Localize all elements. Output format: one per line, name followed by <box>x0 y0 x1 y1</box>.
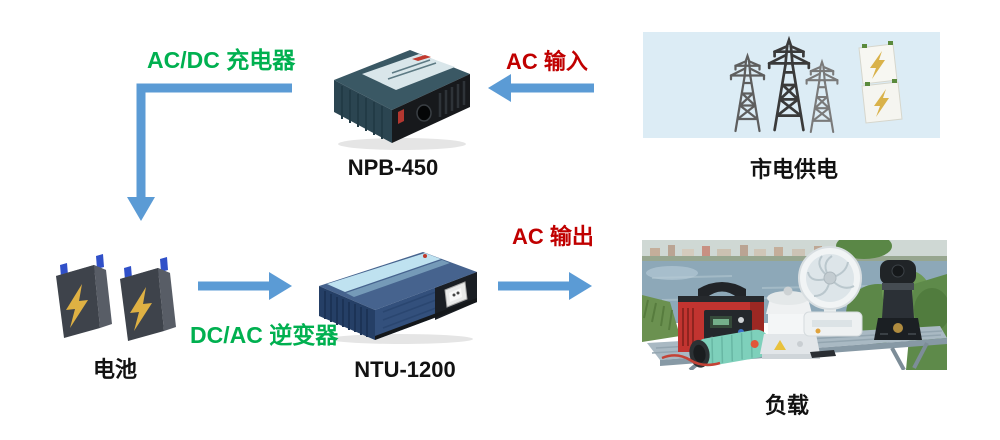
charger-role-label: AC/DC 充电器 <box>147 47 296 73</box>
desk-fan <box>798 246 863 337</box>
arrow-charger-to-battery <box>127 83 292 221</box>
arrow-inverter-to-load <box>498 272 592 300</box>
outdoor-appliances-photo <box>642 240 947 370</box>
battery-cells-icon <box>858 41 903 124</box>
power-towers-icon <box>643 32 940 138</box>
red-cable <box>661 354 721 367</box>
electric-pot <box>760 286 820 359</box>
inverter-icon <box>319 252 477 344</box>
inverter-role-label: DC/AC 逆变器 <box>190 322 339 348</box>
arrow-battery-to-inverter <box>198 272 292 300</box>
ac-output-label: AC 输出 <box>512 224 594 249</box>
load-image <box>642 240 947 370</box>
charger-caption: NPB-450 <box>347 155 439 180</box>
ac-input-label: AC 输入 <box>506 49 588 74</box>
phone-on-table <box>810 350 836 358</box>
inverter-image <box>313 246 481 346</box>
battery-image <box>52 248 180 343</box>
arrow-grid-to-charger <box>488 74 594 102</box>
load-caption: 负载 <box>764 393 809 418</box>
grid-image <box>643 32 940 138</box>
grid-caption: 市电供电 <box>749 157 838 182</box>
battery-pair-icon <box>56 254 176 341</box>
inverter-caption: NTU-1200 <box>354 357 456 382</box>
coffee-maker <box>874 260 922 340</box>
battery-caption: 电池 <box>92 357 137 382</box>
battery-charger-icon <box>334 50 470 150</box>
charger-image <box>322 40 478 152</box>
portable-speaker <box>689 329 770 368</box>
